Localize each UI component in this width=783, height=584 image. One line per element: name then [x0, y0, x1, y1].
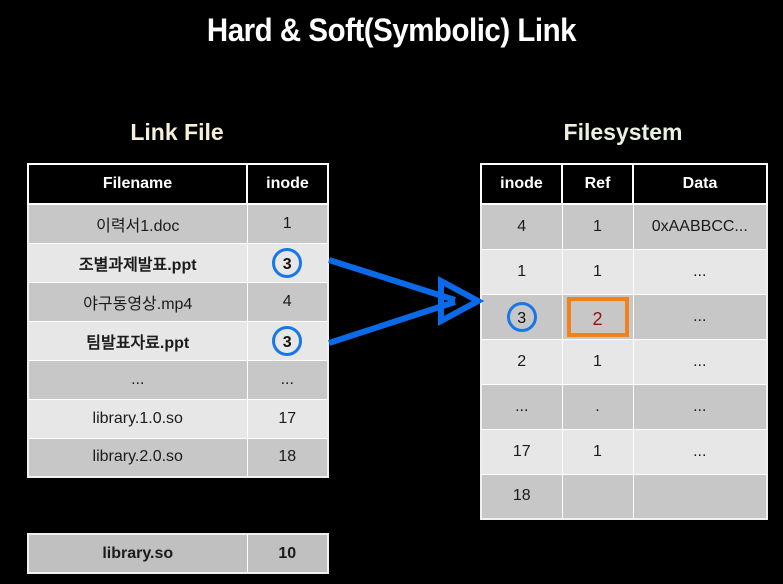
ref-count-highlight-box: 2: [566, 296, 629, 337]
cell-ref: 1: [561, 248, 634, 295]
cell-ref: 1: [561, 338, 634, 385]
cell-filename: library.so: [27, 533, 248, 574]
cell-filename: 이력서1.doc: [27, 203, 248, 244]
hard-link-arrow-top-line: [328, 257, 456, 303]
cell-ref: [561, 473, 634, 520]
cell-inode: 4: [480, 203, 563, 250]
table-row: 조별과제발표.ppt 3: [27, 242, 329, 283]
inode-circle-marker: 3: [272, 325, 303, 356]
inode-circle-marker: 3: [272, 247, 303, 278]
cell-inode: 17: [246, 398, 329, 439]
table-header-row: Filename inode: [27, 163, 329, 205]
cell-inode: 1: [480, 248, 563, 295]
table-row: 1 1 ...: [480, 248, 768, 295]
cell-filename: 야구동영상.mp4: [27, 281, 248, 322]
table-row: library.2.0.so 18: [27, 437, 329, 478]
filesystem-heading: Filesystem: [563, 119, 683, 145]
cell-inode: ...: [480, 383, 563, 430]
table-row: library.1.0.so 17: [27, 398, 329, 439]
cell-ref: 2: [561, 293, 634, 340]
cell-data: 0xAABBCC...: [632, 203, 768, 250]
cell-data: ...: [632, 293, 768, 340]
table-row: 4 1 0xAABBCC...: [480, 203, 768, 250]
table-row: 팀발표자료.ppt 3: [27, 320, 329, 361]
cell-ref: 1: [561, 203, 634, 250]
cell-ref: 1: [561, 428, 634, 475]
cell-inode: 1: [246, 203, 329, 244]
cell-data: [632, 473, 768, 520]
cell-inode: 2: [480, 338, 563, 385]
table-row: 이력서1.doc 1: [27, 203, 329, 244]
cell-data: ...: [632, 428, 768, 475]
column-header-ref: Ref: [561, 163, 634, 205]
table-row: library.so 10: [27, 533, 329, 574]
table-row: 3 2 ...: [480, 293, 768, 340]
cell-inode: 3: [246, 242, 329, 283]
soft-link-row-table: library.so 10: [27, 533, 329, 574]
cell-inode: ...: [246, 359, 329, 400]
table-row: 야구동영상.mp4 4: [27, 281, 329, 322]
column-header-inode: inode: [480, 163, 563, 205]
cell-filename: 조별과제발표.ppt: [27, 242, 248, 283]
inode-circle-marker: 3: [506, 301, 537, 332]
cell-filename: 팀발표자료.ppt: [27, 320, 248, 361]
cell-inode: 3: [246, 320, 329, 361]
cell-filename: ...: [27, 359, 248, 400]
filesystem-table: inode Ref Data 4 1 0xAABBCC... 1 1 ... 3: [480, 163, 768, 520]
link-file-heading: Link File: [130, 119, 224, 145]
cell-inode: 3: [480, 293, 563, 340]
table-row: ... ...: [27, 359, 329, 400]
cell-inode: 17: [480, 428, 563, 475]
link-file-table: Filename inode 이력서1.doc 1 조별과제발표.ppt 3 야…: [27, 163, 329, 478]
cell-inode: 18: [246, 437, 329, 478]
column-header-inode: inode: [246, 163, 329, 205]
page-title: Hard & Soft(Symbolic) Link: [206, 12, 577, 48]
cell-filename: library.1.0.so: [27, 398, 248, 439]
table-row: 17 1 ...: [480, 428, 768, 475]
table-row: ... . ...: [480, 383, 768, 430]
hard-link-arrowhead: [438, 275, 485, 327]
column-header-data: Data: [632, 163, 768, 205]
cell-filename: library.2.0.so: [27, 437, 248, 478]
cell-inode: 18: [480, 473, 563, 520]
column-header-filename: Filename: [27, 163, 248, 205]
cell-data: ...: [632, 338, 768, 385]
cell-data: ...: [632, 248, 768, 295]
cell-inode: 4: [246, 281, 329, 322]
cell-ref: .: [561, 383, 634, 430]
cell-data: ...: [632, 383, 768, 430]
table-header-row: inode Ref Data: [480, 163, 768, 205]
hard-link-arrow-bottom-line: [328, 299, 456, 346]
table-row: 2 1 ...: [480, 338, 768, 385]
cell-inode: 10: [246, 533, 329, 574]
table-row: 18: [480, 473, 768, 520]
